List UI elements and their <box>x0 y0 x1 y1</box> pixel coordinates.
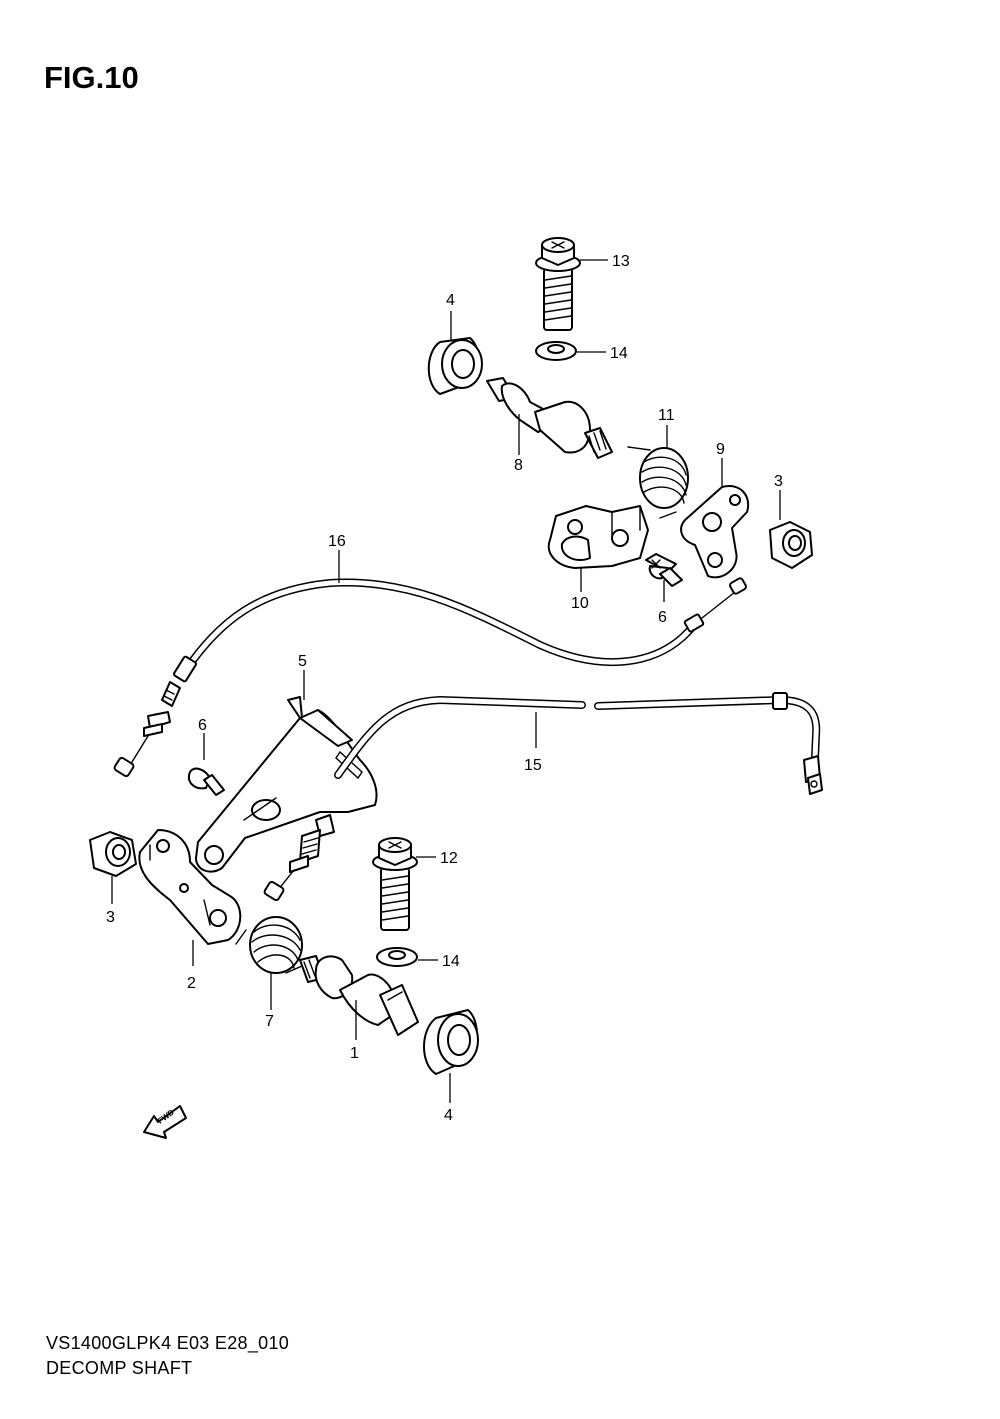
callout-14-upper: 14 <box>610 345 628 362</box>
washer-14-upper <box>535 341 577 361</box>
callout-4-upper: 4 <box>446 292 455 309</box>
decomp-shaft-1 <box>299 955 419 1036</box>
cable-bracket-10 <box>547 505 649 569</box>
callout-6-upper: 6 <box>658 609 667 626</box>
screw-6-lower <box>188 767 225 796</box>
callout-16: 16 <box>328 533 346 550</box>
callout-3-upper: 3 <box>774 473 783 490</box>
cable-15-end-right <box>772 692 823 795</box>
nut-3-lower <box>89 831 137 877</box>
callout-3-lower: 3 <box>106 909 115 926</box>
callout-10: 10 <box>571 595 589 612</box>
callout-9: 9 <box>716 441 725 458</box>
bracket-5 <box>195 696 378 873</box>
nut-3-upper <box>769 521 813 569</box>
cable-16-end-right <box>683 577 747 633</box>
callout-14-lower: 14 <box>442 953 460 970</box>
bolt-12 <box>372 837 418 931</box>
return-spring-11 <box>627 446 689 519</box>
screw-6-upper <box>645 553 683 587</box>
model-code: VS1400GLPK4 E03 E28_010 <box>46 1333 290 1353</box>
lever-9 <box>680 484 750 579</box>
lever-2 <box>138 829 242 945</box>
figure-title: FIG.10 <box>44 60 139 95</box>
cable-15-end-left <box>263 814 335 902</box>
callout-2: 2 <box>187 975 196 992</box>
callout-13: 13 <box>612 253 630 270</box>
callout-6-lower: 6 <box>198 717 207 734</box>
washer-14-lower <box>376 947 418 967</box>
callout-11: 11 <box>658 407 675 424</box>
callout-7: 7 <box>265 1013 274 1030</box>
bolt-13 <box>535 237 581 331</box>
figure-caption: DECOMP SHAFT <box>46 1358 193 1378</box>
cable-16 <box>182 578 698 674</box>
callout-4-lower: 4 <box>444 1107 453 1124</box>
callout-15: 15 <box>524 757 542 774</box>
cable-15 <box>334 695 586 779</box>
return-spring-7 <box>235 916 303 974</box>
callout-8: 8 <box>514 457 523 474</box>
oil-seal-4-upper <box>427 337 483 395</box>
oil-seal-4-lower <box>423 1009 479 1075</box>
callout-1: 1 <box>350 1045 359 1062</box>
callout-5: 5 <box>298 653 307 670</box>
callout-12: 12 <box>440 850 458 867</box>
fwd-arrow-icon: FWD <box>143 1105 187 1139</box>
decomp-shaft-8 <box>486 377 613 459</box>
cable-16-end-left <box>113 655 198 778</box>
